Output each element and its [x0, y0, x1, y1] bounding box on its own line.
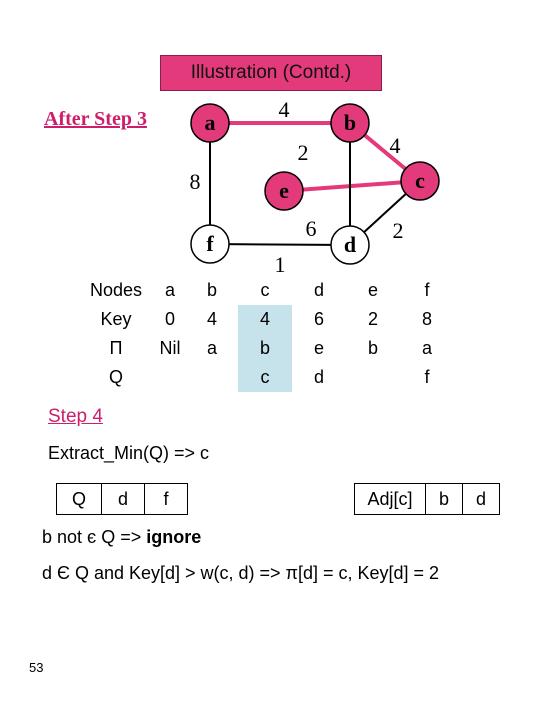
node-a-label: a	[205, 110, 216, 135]
table-header: c	[260, 280, 270, 300]
table-cell	[154, 363, 186, 392]
adjacency-box: Adj[c] b d	[354, 483, 500, 515]
adjacency-row: Adj[c] b d	[354, 483, 500, 515]
table-cell: c	[238, 363, 292, 392]
table-row: Π Nil a b e b a	[78, 334, 454, 363]
table-cell: b	[367, 338, 378, 358]
table-cell: a	[206, 338, 217, 358]
table-cell: f	[424, 367, 430, 387]
weight-c-e: 2	[298, 140, 309, 165]
weight-c-d: 2	[393, 218, 404, 243]
edge-c-e	[283, 179, 421, 193]
update-line: d Є Q and Key[d] > w(c, d) => π[d] = c, …	[42, 563, 440, 583]
table-cell: d	[313, 367, 324, 387]
node-f	[190, 224, 230, 264]
table-cell: a	[421, 338, 432, 358]
table-row: Key 0 4 4 6 2 8	[78, 305, 454, 334]
weight-f-d: 1	[275, 252, 286, 277]
queue-box: Q d f	[56, 483, 188, 515]
node-b	[330, 103, 370, 143]
key-table: Nodes a b c d e f Key 0 4 4 6 2 8 Π Nil …	[78, 276, 454, 392]
extract-min-text: Extract_Min(Q) => c	[48, 443, 210, 463]
table-cell: 4	[206, 309, 217, 329]
queue-item: f	[144, 483, 188, 515]
table-header: f	[424, 280, 430, 300]
table-cell: 0	[164, 309, 175, 329]
adjacency-item: b	[425, 483, 463, 515]
table-row: Q c d f	[78, 363, 454, 392]
node-c-label: c	[415, 168, 425, 193]
table-header: a	[164, 280, 175, 300]
table-cell: Key	[100, 309, 132, 329]
adjacency-item: d	[462, 483, 500, 515]
queue-label: Q	[56, 483, 102, 515]
weight-a-f: 8	[190, 169, 201, 194]
table-cell: e	[313, 338, 324, 358]
table-header: b	[206, 280, 217, 300]
table-header: e	[367, 280, 378, 300]
table-header: Nodes	[89, 280, 143, 300]
node-e-label: e	[279, 178, 289, 203]
table-cell: Π	[109, 338, 123, 358]
queue-item: d	[101, 483, 145, 515]
ignore-line-text: b not є Q =>	[42, 527, 147, 547]
graph-diagram: 4 4 2 8 6 2 1 a b c e f d	[190, 97, 440, 277]
table-header: d	[313, 280, 324, 300]
slide-title: Illustration (Contd.)	[160, 55, 382, 91]
edge-f-d	[209, 243, 351, 246]
weight-b-c: 4	[390, 133, 401, 158]
table-header-row: Nodes a b c d e f	[78, 276, 454, 305]
table-cell: b	[238, 334, 292, 363]
step-label: After Step 3	[44, 108, 147, 130]
adjacency-label: Adj[c]	[354, 483, 426, 515]
node-a	[190, 103, 230, 143]
table-cell	[346, 363, 400, 392]
page-number: 53	[29, 660, 44, 675]
queue-row: Q d f	[56, 483, 188, 515]
weight-b-d: 6	[306, 216, 317, 241]
ignore-line: b not є Q => ignore	[42, 527, 201, 548]
node-c	[400, 161, 440, 201]
node-d-label: d	[344, 232, 356, 257]
table-cell: 2	[367, 309, 378, 329]
table-cell: 6	[313, 309, 324, 329]
node-e	[264, 171, 304, 211]
node-b-label: b	[344, 110, 356, 135]
table-cell	[186, 363, 238, 392]
step4-label: Step 4	[48, 406, 103, 427]
weight-a-b: 4	[279, 97, 290, 122]
node-d	[330, 225, 370, 265]
node-f-label: f	[206, 231, 214, 256]
table-cell: 4	[238, 305, 292, 334]
table-cell: 8	[421, 309, 432, 329]
ignore-word: ignore	[146, 527, 202, 547]
table-cell: Q	[108, 367, 123, 387]
table-cell: Nil	[159, 338, 181, 358]
